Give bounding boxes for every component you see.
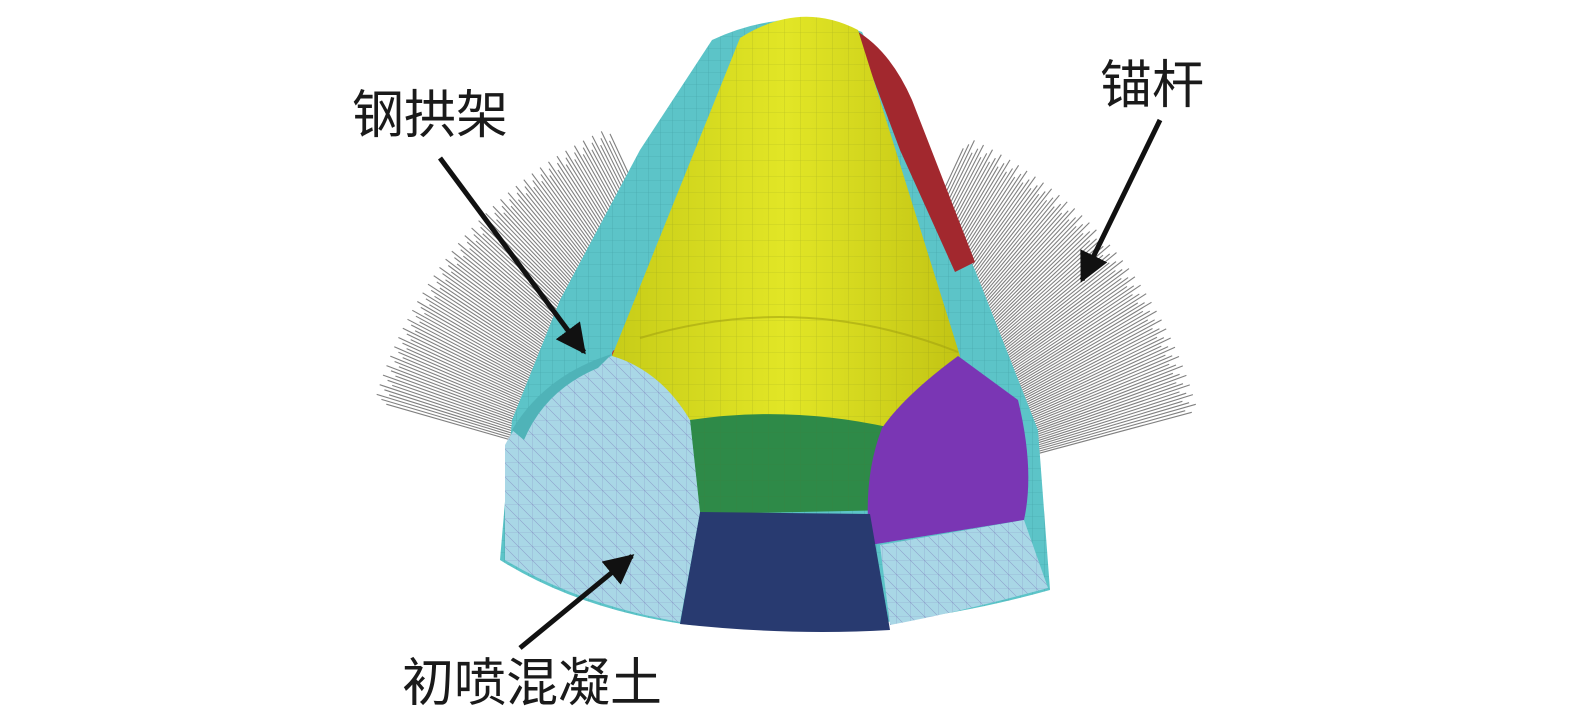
anchor-bolt bbox=[1022, 365, 1184, 430]
anchor-bolt bbox=[989, 269, 1123, 370]
anchor-bolt bbox=[1027, 392, 1187, 445]
steel-arch-arrow bbox=[437, 156, 587, 355]
anchor-bolt bbox=[996, 285, 1135, 380]
anchor-bolt bbox=[1020, 363, 1170, 426]
anchor-bolt bbox=[1014, 337, 1165, 411]
anchor-bolt bbox=[1030, 410, 1186, 454]
anchor-bolt bbox=[1016, 345, 1162, 415]
anchor-bolt bbox=[1010, 328, 1153, 404]
anchor-bolt bbox=[1021, 364, 1177, 428]
shotcrete-edge-band bbox=[512, 354, 612, 440]
anchor-bolt bbox=[1027, 391, 1180, 443]
anchor-bolt bbox=[997, 284, 1141, 382]
anchor-bolt bbox=[1024, 373, 1180, 433]
anchor-bolt bbox=[1026, 383, 1184, 439]
anchor-bolt bbox=[1005, 310, 1151, 395]
anchor-bolt bbox=[1013, 336, 1158, 410]
anchor-bolt bbox=[1017, 346, 1176, 419]
anchor-bolt bbox=[1009, 319, 1162, 402]
anchor-bolt bbox=[1012, 328, 1167, 408]
anchor-bolt bbox=[1018, 354, 1166, 421]
anchor-bolt bbox=[1026, 384, 1190, 441]
anchor-bolt bbox=[1024, 374, 1187, 435]
crown-excavation-mesh bbox=[612, 16, 960, 428]
steel-arch-rib bbox=[855, 30, 975, 272]
anchor-bolt-label: 锚杆 bbox=[1100, 56, 1205, 116]
crown-section-line bbox=[639, 316, 959, 353]
anchor-bolt bbox=[1030, 403, 1196, 452]
steel-arch-label: 钢拱架 bbox=[352, 86, 509, 146]
bench-excavation-mesh bbox=[690, 414, 895, 514]
anchor-bolt bbox=[1008, 319, 1155, 401]
anchor-bolt bbox=[1031, 411, 1192, 456]
anchor-bolt bbox=[1002, 302, 1145, 390]
shotcrete-arrow bbox=[518, 554, 635, 650]
anchor-bolt bbox=[1029, 402, 1190, 451]
anchor-bolt bbox=[999, 293, 1140, 385]
anchor-bolt bbox=[991, 277, 1122, 374]
anchor-bolt bbox=[1029, 400, 1183, 449]
anchor-bolt bbox=[1028, 394, 1194, 447]
anchor-bolt bbox=[1011, 328, 1160, 406]
anchor-bolt bbox=[1007, 319, 1149, 399]
right-wall-excavation bbox=[867, 356, 1029, 545]
anchor-bolt bbox=[990, 268, 1130, 372]
shotcrete-cut-face-right-mesh bbox=[880, 520, 1048, 625]
anchor-bolt bbox=[1004, 310, 1144, 394]
anchor-bolt bbox=[995, 285, 1128, 379]
shotcrete-cut-face-left-mesh bbox=[505, 356, 700, 622]
anchor-bolt bbox=[1015, 337, 1171, 413]
anchor-bolt bbox=[1025, 382, 1177, 437]
initial-shotcrete-label: 初喷混凝土 bbox=[402, 654, 663, 714]
anchor-bolt bbox=[1000, 293, 1147, 387]
anchor-bolt-arrow bbox=[1079, 118, 1163, 283]
anchor-bolt bbox=[1006, 310, 1157, 397]
anchor-bolt bbox=[1023, 372, 1174, 432]
anchor-bolt bbox=[1001, 302, 1139, 389]
anchor-bolt bbox=[1003, 301, 1152, 392]
anchor-bolt bbox=[1019, 355, 1173, 422]
anchor-bolt bbox=[992, 277, 1129, 375]
anchor-bolt bbox=[988, 270, 1116, 369]
anchor-bolt bbox=[1020, 355, 1180, 424]
anchor-bolt bbox=[1016, 346, 1169, 417]
anchor-bolt bbox=[998, 294, 1133, 384]
anchor-bolt bbox=[993, 276, 1136, 377]
invert-excavation bbox=[680, 512, 890, 632]
